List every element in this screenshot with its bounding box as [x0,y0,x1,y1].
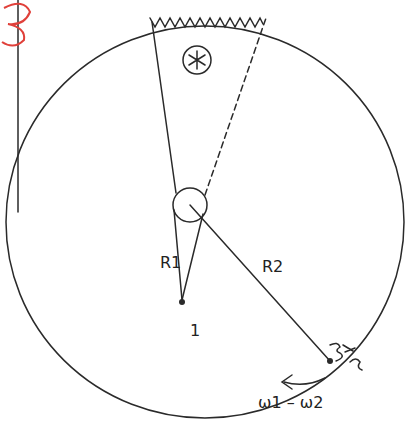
red-mark [2,4,30,46]
circled-asterisk [183,46,211,74]
angular-velocity-label: ω1 – ω2 [258,394,323,412]
zigzag-edge [150,18,263,27]
outer-circle [6,26,404,418]
radius-line [190,205,330,361]
radius-label: R1 [160,254,181,272]
rotation-arrow [284,378,325,384]
asterisk [189,51,205,69]
wedge-line [182,214,203,300]
center-point [179,299,185,305]
arrow-head [282,375,292,389]
cone-line [152,22,176,193]
radius-label: R2 [262,258,283,276]
scribble [330,343,362,370]
cone-line [205,18,266,195]
point-label: 1 [190,322,200,340]
margin-line [17,0,19,212]
rim-point [327,358,333,364]
